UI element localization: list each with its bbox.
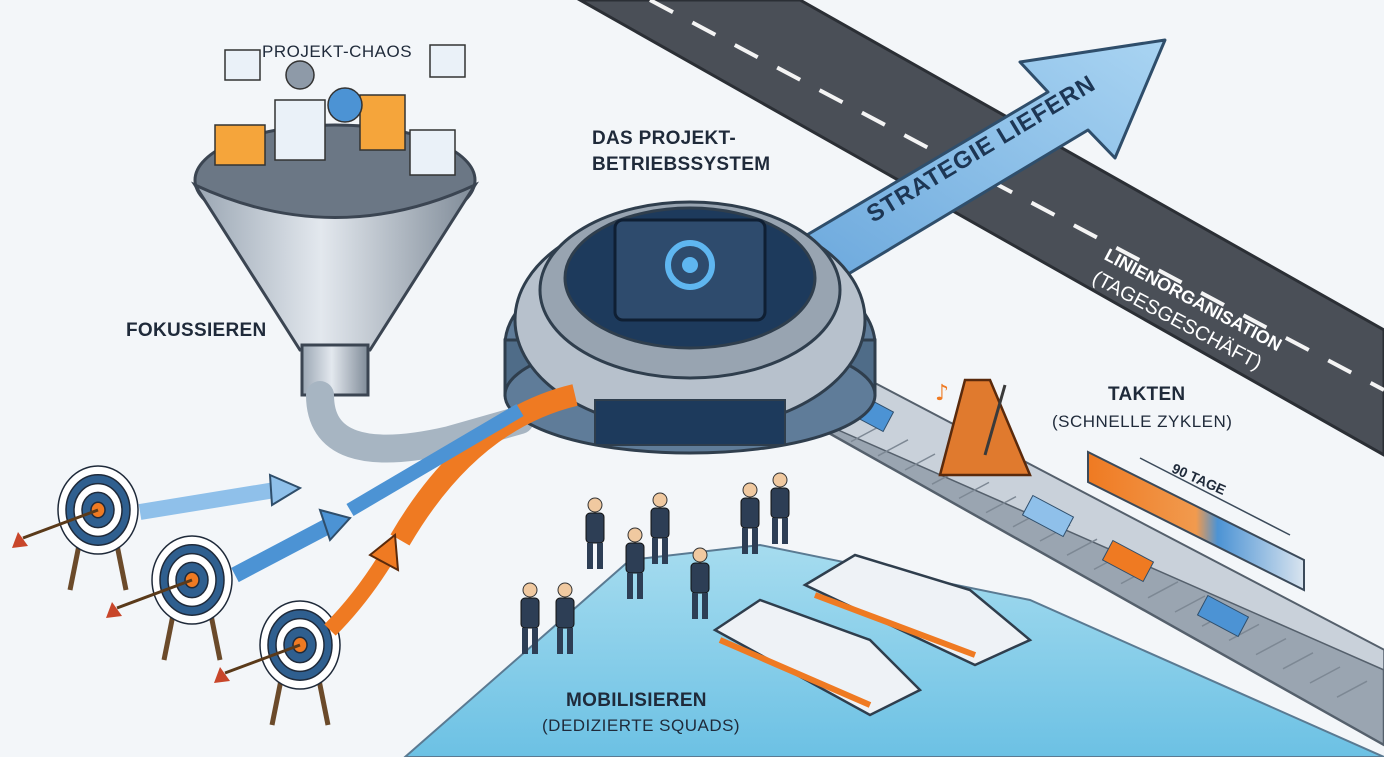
person-icon [650, 492, 670, 564]
funnel-icon [190, 44, 534, 463]
person-icon [585, 497, 605, 569]
target-icon [12, 465, 139, 591]
strategy-arrow [788, 38, 1167, 287]
target-arrows [138, 473, 400, 636]
core-title: DAS PROJEKT- BETRIEBSSYSTEM [592, 126, 770, 178]
takten-title: TAKTEN [1108, 384, 1186, 405]
core-title-line2: BETRIEBSSYSTEM [592, 154, 771, 175]
targets [12, 465, 341, 726]
takten-subtitle: (SCHNELLE ZYKLEN) [1052, 412, 1233, 431]
boat-icon [712, 553, 1033, 717]
svg-text:♪: ♪ [935, 381, 949, 406]
squad-people [520, 472, 790, 654]
timeline-bar [1087, 450, 1305, 592]
person-icon [770, 472, 790, 544]
flow-arrows [346, 384, 578, 546]
person-icon [690, 547, 710, 619]
person-icon [520, 582, 540, 654]
target-icon [106, 535, 233, 661]
person-icon [555, 582, 575, 654]
core-title-line1: DAS PROJEKT- [592, 128, 737, 149]
road [576, 0, 1384, 457]
conveyor-icon [767, 363, 1384, 747]
focus-label: FOKUSSIEREN [126, 320, 267, 341]
mobilize-title: MOBILISIEREN [566, 690, 707, 711]
target-icon [214, 600, 341, 726]
person-icon [625, 527, 645, 599]
chaos-label: PROJEKT-CHAOS [262, 42, 413, 61]
takten-label: TAKTEN [1108, 384, 1185, 406]
mobilize-subtitle: (DEDIZIERTE SQUADS) [542, 716, 741, 735]
person-icon [740, 482, 760, 554]
chip-icon [613, 218, 767, 322]
metronome-icon: ♪ [935, 378, 1032, 477]
